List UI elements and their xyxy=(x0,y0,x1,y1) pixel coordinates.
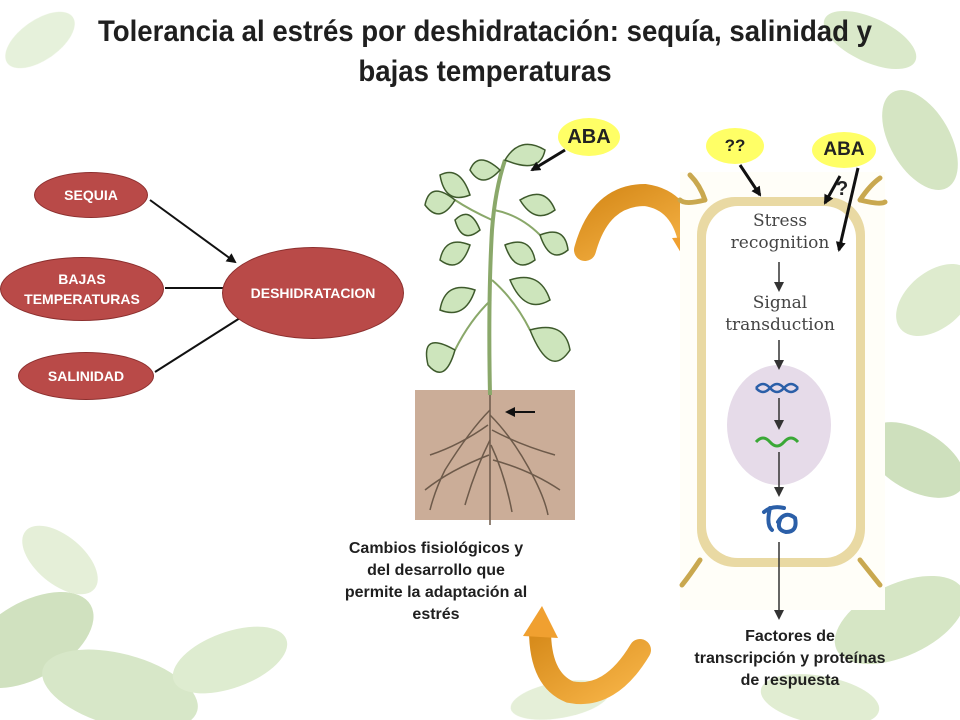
physiology-line-4: estrés xyxy=(412,606,460,623)
page-title: Tolerancia al estrés por deshidratación:… xyxy=(76,12,895,92)
oval-sequia: SEQUIA xyxy=(34,172,148,218)
aba-plant-text: ABA xyxy=(567,125,611,148)
physiology-line-1: Cambios fisiológicos y xyxy=(348,540,524,557)
factors-line-3: de respuesta xyxy=(740,672,840,689)
arrow-unknown-cell xyxy=(738,164,762,197)
oval-bajas-temperaturas: BAJAS TEMPERATURAS xyxy=(0,257,164,321)
transduction-text: transduction xyxy=(725,315,835,335)
physiology-line-2: del desarrollo que xyxy=(367,562,505,579)
arrow-sequia xyxy=(149,199,237,264)
label-sequia: SEQUIA xyxy=(64,187,118,203)
cell-step-signal-transduction: Signal transduction xyxy=(714,292,846,336)
line-salinidad xyxy=(154,317,241,373)
factors-line-1: Factores de xyxy=(745,628,835,645)
badge-unknown-signal: ?? xyxy=(706,128,764,164)
title-line-2: bajas temperaturas xyxy=(358,55,612,88)
stress-text: Stress xyxy=(752,211,808,231)
title-line-1: Tolerancia al estrés por deshidratación:… xyxy=(97,15,873,48)
label-temperaturas: TEMPERATURAS xyxy=(24,291,140,307)
cell-illustration xyxy=(677,172,888,620)
label-deshidratacion: DESHIDRATACION xyxy=(250,285,376,301)
label-salinidad: SALINIDAD xyxy=(47,368,125,384)
roots xyxy=(424,395,561,525)
caption-physiological-changes: Cambios fisiológicos y del desarrollo qu… xyxy=(296,538,576,626)
question-mark: ? xyxy=(836,178,849,200)
oval-salinidad: SALINIDAD xyxy=(18,352,154,400)
arrow-aba-cell xyxy=(835,167,860,252)
plant-illustration xyxy=(415,143,575,525)
arrow-question-cell xyxy=(823,175,842,205)
recognition-text: recognition xyxy=(730,233,830,253)
badge-aba-cell: ABA xyxy=(812,132,876,168)
caption-transcription-factors: Factores de transcripción y proteínas de… xyxy=(650,626,930,692)
label-bajas: BAJAS xyxy=(58,271,106,287)
cell-step-stress-recognition: Stress recognition xyxy=(720,210,840,254)
cycle-arrow-bottom xyxy=(529,619,651,705)
badge-aba-plant: ABA xyxy=(558,118,620,156)
factors-line-2: transcripción y proteínas xyxy=(694,650,886,667)
physiology-line-3: permite la adaptación al xyxy=(344,584,528,601)
aba-cell-text: ABA xyxy=(823,139,865,160)
unknown-signal-text: ?? xyxy=(724,136,746,155)
signal-text: Signal xyxy=(752,293,808,313)
arrow-aba-plant xyxy=(530,148,566,172)
oval-deshidratacion: DESHIDRATACION xyxy=(222,247,404,339)
